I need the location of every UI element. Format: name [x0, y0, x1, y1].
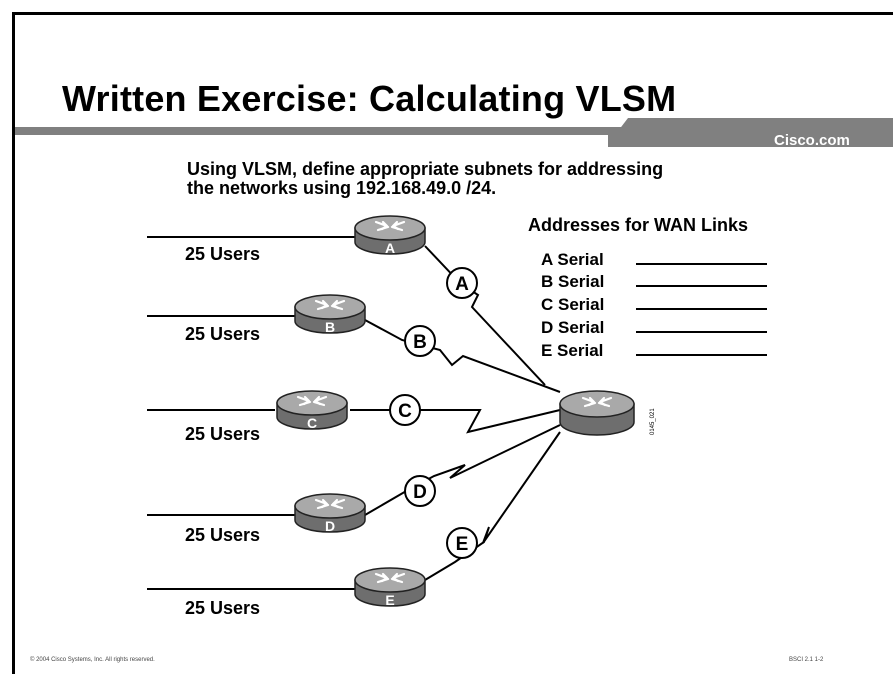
serial-link-a: [424, 245, 546, 386]
lan-b-users: 25 Users: [185, 324, 261, 344]
wan-row-b-blank[interactable]: [636, 285, 767, 287]
wan-row-d-blank[interactable]: [636, 331, 767, 333]
serial-link-c: [350, 409, 561, 434]
lan-a-users: 25 Users: [185, 244, 261, 264]
wan-row-e-label: E Serial: [541, 341, 604, 360]
link-label-d: D: [404, 475, 436, 507]
svg-text:B: B: [413, 332, 427, 353]
svg-text:E: E: [456, 534, 469, 555]
figure-id: 0145_021: [650, 408, 656, 435]
wan-row-d-label: D Serial: [541, 318, 605, 337]
lan-e-users: 25 Users: [185, 598, 261, 618]
link-label-a: A: [446, 267, 478, 299]
slide-title: Written Exercise: Calculating VLSM: [62, 78, 677, 119]
router-d-icon: D: [294, 493, 366, 534]
wan-row-b-label: B Serial: [541, 272, 605, 291]
brand-bar-tab-base: [608, 135, 893, 147]
router-c-icon: C: [276, 390, 348, 431]
router-b-icon: B: [294, 294, 366, 335]
brand-bar: [15, 118, 893, 147]
wan-row-c-blank[interactable]: [636, 308, 767, 310]
svg-text:C: C: [307, 415, 317, 431]
router-e-icon: E: [354, 567, 426, 608]
wan-row-c-label: C Serial: [541, 295, 605, 314]
svg-text:D: D: [413, 482, 427, 503]
svg-text:B: B: [325, 319, 335, 335]
central-router-icon: [559, 390, 635, 436]
svg-text:A: A: [455, 274, 469, 295]
instruction-line-1: Using VLSM, define appropriate subnets f…: [187, 159, 664, 179]
wan-row-e-blank[interactable]: [636, 354, 767, 356]
wan-links-heading: Addresses for WAN Links: [528, 215, 749, 235]
svg-text:C: C: [398, 401, 412, 422]
wan-row-a-blank[interactable]: [636, 263, 767, 265]
svg-text:A: A: [385, 240, 395, 256]
link-label-e: E: [446, 527, 478, 559]
copyright-footer: © 2004 Cisco Systems, Inc. All rights re…: [30, 657, 155, 663]
instruction-line-2: the networks using 192.168.49.0 /24.: [187, 178, 497, 198]
lan-c-users: 25 Users: [185, 424, 261, 444]
brand-bar-line: [15, 127, 893, 135]
wan-row-a-label: A Serial: [541, 250, 604, 269]
serial-link-d: [364, 424, 561, 516]
brand-label: Cisco.com: [774, 132, 850, 149]
link-label-c: C: [389, 394, 421, 426]
instruction-text: Using VLSM, define appropriate subnets f…: [187, 160, 663, 198]
router-a-icon: A: [354, 215, 426, 256]
course-code-footer: BSCI 2.1 1-2: [789, 657, 824, 663]
svg-text:E: E: [385, 592, 394, 608]
serial-link-e: [424, 431, 561, 581]
link-label-b: B: [404, 325, 436, 357]
serial-link-b: [364, 319, 561, 393]
lan-d-users: 25 Users: [185, 525, 261, 545]
slide-frame: [12, 12, 893, 674]
svg-text:D: D: [325, 518, 335, 534]
